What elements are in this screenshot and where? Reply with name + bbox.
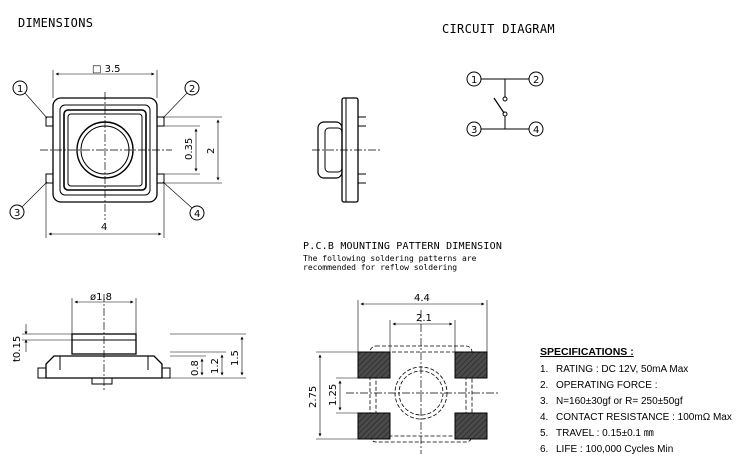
dim-inner: 0.35: [184, 138, 195, 160]
spec-item-contact-resistance: 4. CONTACT RESISTANCE : 100mΩ Max: [540, 410, 732, 426]
pin-callout-3: [9, 204, 25, 220]
pcb-pattern: [316, 300, 500, 454]
spec-number: 5.: [540, 428, 549, 439]
terminal-2: [156, 116, 165, 127]
dim-travel: t0.15: [12, 336, 23, 362]
dim-right: 2: [206, 148, 217, 154]
pcb-note-line-2: recommended for reflow soldering: [303, 263, 458, 272]
dim-0-8: 0.8: [190, 360, 201, 376]
side-profile-view: [312, 97, 380, 203]
pcb-note-line-1: The following soldering patterns are: [303, 254, 477, 263]
switch-contact-top: [502, 96, 508, 102]
side-view: [22, 294, 246, 392]
spec-text: CONTACT RESISTANCE : 100mΩ Max: [556, 412, 732, 423]
pcb-pad-4: [454, 412, 488, 440]
side-view-labels: ø1.8 t0.15 0.8 1.2 1.5: [12, 292, 241, 376]
dim-pcb-outer: 4.4: [414, 293, 430, 304]
circuit-diagram-title: CIRCUIT DIAGRAM: [442, 22, 555, 36]
pin-callout-2: [184, 80, 200, 96]
specifications-heading: SPECIFICATIONS :: [540, 346, 634, 358]
spec-item-operating-force: 2. OPERATING FORCE :: [540, 378, 732, 394]
spec-item-travel: 5. TRAVEL : 0.15±0.1 ㎜: [540, 426, 732, 442]
terminal-4: [156, 173, 165, 184]
top-view: [9, 70, 222, 238]
terminal-1: [45, 116, 54, 127]
dim-pcb-height: 2.75: [308, 386, 319, 408]
spec-number: 6.: [540, 444, 549, 455]
spec-text: N=160±30gf or R= 250±50gf: [556, 396, 683, 407]
pin-label-2: 2: [189, 84, 195, 95]
dim-pcb-pad: 1.25: [328, 384, 339, 406]
specifications-list: 1. RATING : DC 12V, 50mA Max 2. OPERATING …: [540, 362, 732, 458]
top-view-labels: □ 3.5 4 0.35 2 1 2 3 4: [14, 64, 217, 233]
pcb-pad-3: [357, 412, 391, 440]
spec-number: 3.: [540, 396, 549, 407]
pin-label-4: 4: [194, 209, 200, 220]
switch-lever: [493, 97, 505, 114]
circuit-label-3: 3: [471, 125, 477, 136]
spec-number: 2.: [540, 380, 549, 391]
circuit-label-2: 2: [533, 75, 539, 86]
spec-item-life: 6. LIFE : 100,000 Cycles Min: [540, 442, 732, 458]
pcb-pad-1: [357, 351, 391, 379]
dim-diameter: ø1.8: [90, 292, 112, 303]
spec-text: OPERATING FORCE :: [556, 380, 658, 391]
spec-text: TRAVEL : 0.15±0.1 ㎜: [556, 428, 654, 439]
dim-1-2: 1.2: [210, 358, 221, 374]
pcb-pattern-title: P.C.B MOUNTING PATTERN DIMENSION: [303, 241, 503, 252]
switch-contact-bottom: [502, 111, 508, 117]
pin-callout-4: [189, 205, 205, 221]
terminal-3: [45, 173, 54, 184]
pcb-pad-2: [454, 351, 488, 379]
spec-number: 1.: [540, 364, 549, 375]
spec-number: 4.: [540, 412, 549, 423]
dimensions-title: DIMENSIONS: [18, 16, 94, 30]
dim-top-width: □ 3.5: [92, 64, 121, 75]
spec-text: RATING : DC 12V, 50mA Max: [556, 364, 689, 375]
spec-item-rating: 1. RATING : DC 12V, 50mA Max: [540, 362, 732, 378]
circuit-labels: 1 2 3 4: [471, 75, 539, 136]
pin-label-3: 3: [14, 208, 20, 219]
spec-item-force-values: 3. N=160±30gf or R= 250±50gf: [540, 394, 732, 410]
pcb-labels: 4.4 2.1 2.75 1.25: [308, 293, 432, 408]
spec-text: LIFE : 100,000 Cycles Min: [556, 444, 674, 455]
circuit-diagram: [466, 71, 544, 137]
pin-callout-1: [12, 80, 28, 96]
circuit-label-4: 4: [533, 125, 539, 136]
dim-pcb-inner: 2.1: [416, 313, 432, 324]
circuit-label-1: 1: [471, 75, 477, 86]
pin-label-1: 1: [17, 84, 23, 95]
dim-1-5: 1.5: [230, 350, 241, 366]
dim-bottom-width: 4: [101, 222, 107, 233]
